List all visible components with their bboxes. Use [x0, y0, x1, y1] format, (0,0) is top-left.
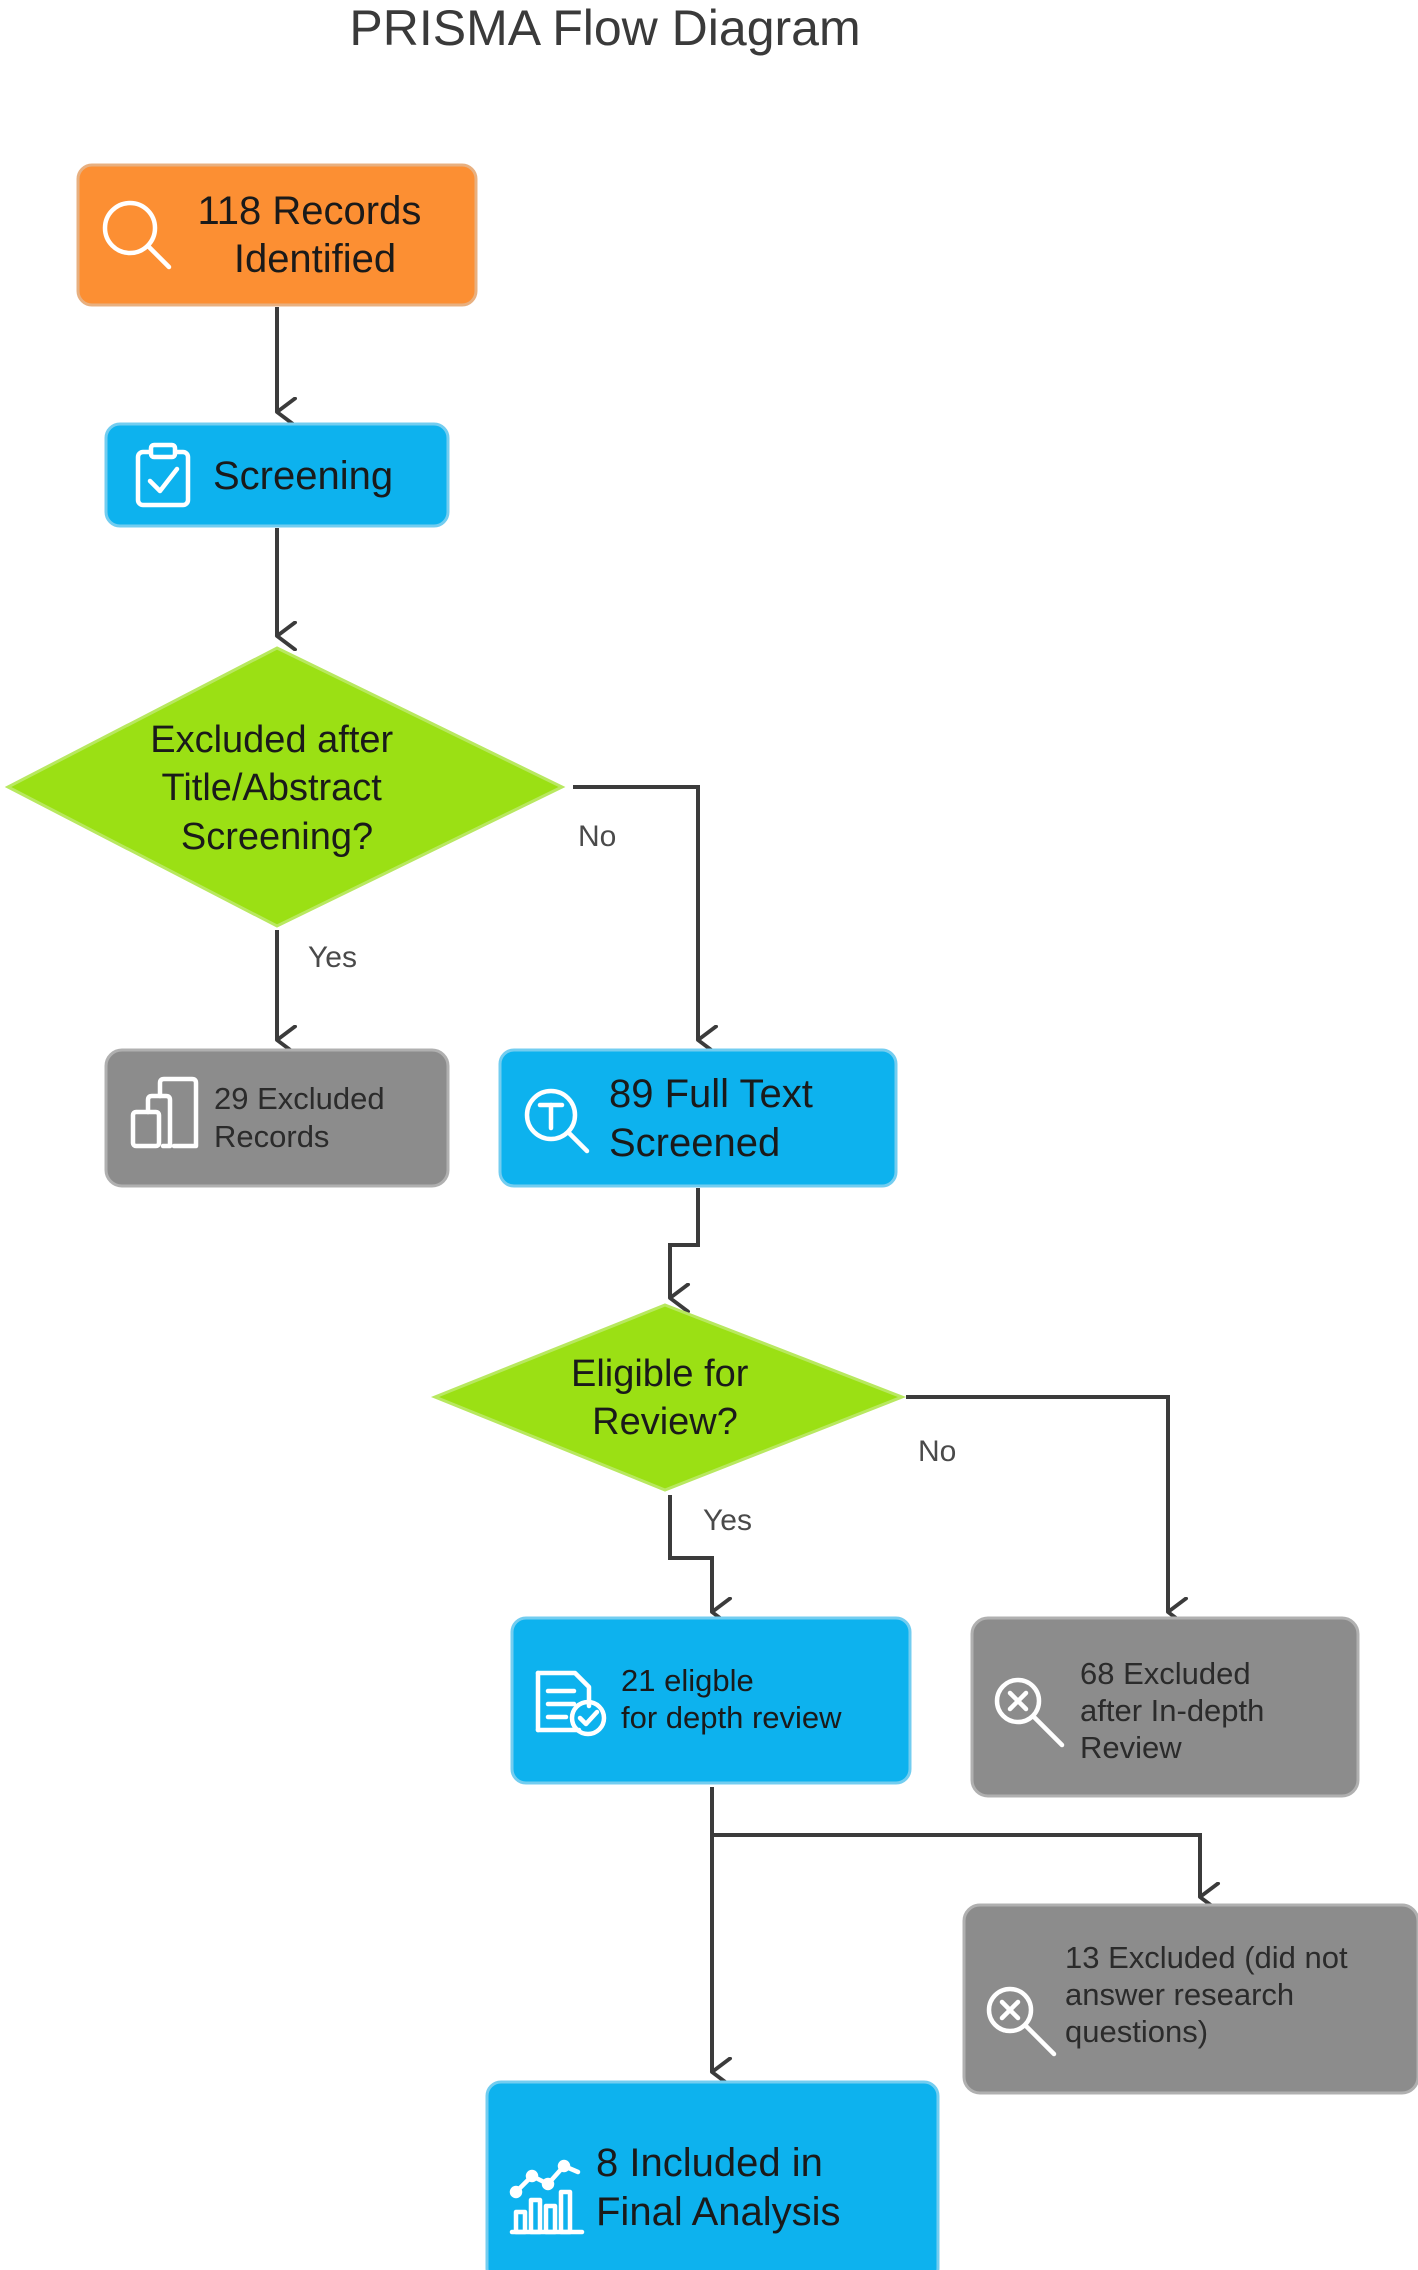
- edges: [275, 307, 1200, 2072]
- svg-text:Screening: Screening: [213, 454, 393, 498]
- node-21-eligible: 21 eligble for depth review: [510, 1616, 912, 1785]
- edge-decision2-yes: [668, 1495, 712, 1612]
- node-records-identified-line-2: Identified: [234, 237, 396, 281]
- edge-decision1-no: [573, 785, 698, 1040]
- decision2-no-label: No: [918, 1435, 956, 1468]
- node-records-identified-box: [76, 163, 478, 307]
- node-68-excluded-line-1: 68 Excluded: [1080, 1656, 1251, 1691]
- svg-text:68 Excluded after In-dep: 68 Excluded after In-depth Review: [1080, 1656, 1273, 1765]
- node-13-excluded-line-3: questions): [1065, 2014, 1208, 2049]
- node-8-included: 8 Included in Final Analysis: [485, 2080, 940, 2270]
- edge-eligible-to-excluded13: [712, 1833, 1200, 1897]
- decision-2-line-1: Eligible for: [571, 1353, 749, 1395]
- node-89-full-text-line-1: 89 Full Text: [609, 1072, 813, 1116]
- node-21-eligible-line-2: for depth review: [621, 1700, 842, 1735]
- node-68-excluded-line-2: after In-depth: [1080, 1693, 1264, 1728]
- decision-1-line-2: Title/Abstract: [162, 767, 383, 809]
- search-x-icon: [986, 1986, 1057, 2057]
- decision-eligible-for-review: Eligible for Review?: [430, 1303, 907, 1492]
- node-21-eligible-line-1: 21 eligble: [621, 1663, 754, 1698]
- svg-text:118 Records Identified: 118 Records Identified: [198, 189, 433, 281]
- decision-1-line-3: Screening?: [181, 816, 373, 858]
- search-icon: [102, 200, 172, 270]
- node-21-eligible-box: [510, 1616, 912, 1785]
- analytics-chart-icon: [509, 2159, 585, 2235]
- decision-excluded-after-screening-shape: [4, 646, 566, 928]
- decision-2-line-2: Review?: [592, 1401, 738, 1443]
- node-screening-line-1: Screening: [213, 454, 393, 498]
- node-13-excluded-line-1: 13 Excluded (did not: [1065, 1940, 1348, 1975]
- svg-text:Eligible for Review?: Eligible for Review?: [571, 1353, 759, 1443]
- node-screening-box: [104, 422, 450, 528]
- node-screening: Screening: [104, 422, 450, 528]
- node-89-full-text-screened-box: [498, 1048, 898, 1188]
- node-89-full-text-line-2: Screened: [609, 1121, 780, 1165]
- node-68-excluded: 68 Excluded after In-depth Review: [970, 1616, 1360, 1798]
- svg-text:21 eligble for depth rev: 21 eligble for depth review: [621, 1663, 842, 1735]
- decision1-yes-label: Yes: [308, 941, 357, 974]
- node-29-excluded-records-box: [104, 1048, 450, 1188]
- svg-text:13 Excluded (did not ans: 13 Excluded (did not answer research que…: [1065, 1940, 1356, 2049]
- node-68-excluded-line-3: Review: [1080, 1730, 1182, 1765]
- edge-decision2-no: [906, 1395, 1168, 1612]
- svg-text:29 Excluded Records: 29 Excluded Records: [214, 1081, 393, 1154]
- decision2-yes-label: Yes: [703, 1504, 752, 1537]
- node-13-excluded: 13 Excluded (did not answer research que…: [962, 1903, 1418, 2095]
- svg-text:89 Full Text Screened: 89 Full Text Screened: [609, 1072, 824, 1165]
- clipboard-check-icon: [135, 442, 191, 508]
- text-search-icon: [524, 1088, 590, 1154]
- node-13-excluded-box: [962, 1903, 1418, 2095]
- search-x-icon: [994, 1677, 1065, 1748]
- node-8-included-line-2: Final Analysis: [596, 2190, 841, 2234]
- decision-eligible-for-review-shape: [430, 1303, 907, 1492]
- edge-fulltext-to-decision2: [668, 1188, 700, 1298]
- decision-excluded-after-screening: Excluded after Title/Abstract Screening?: [4, 646, 566, 928]
- node-records-identified-line-1: 118 Records: [198, 189, 422, 233]
- node-8-included-box: [485, 2080, 940, 2270]
- svg-text:8 Included in Final Anal: 8 Included in Final Analysis: [596, 2141, 841, 2234]
- node-8-included-line-1: 8 Included in: [596, 2141, 823, 2185]
- node-records-identified: 118 Records Identified: [76, 163, 478, 307]
- decision-1-line-1: Excluded after: [150, 719, 393, 761]
- decision1-no-label: No: [578, 820, 616, 853]
- node-89-full-text-screened: 89 Full Text Screened: [498, 1048, 898, 1188]
- diagram-title: PRISMA Flow Diagram: [349, 0, 860, 56]
- node-29-excluded-records: 29 Excluded Records: [104, 1048, 450, 1188]
- svg-text:Excluded after Title/Abs: Excluded after Title/Abstract Screening?: [150, 719, 403, 858]
- document-check-icon: [535, 1670, 607, 1737]
- stacked-pages-icon: [130, 1076, 199, 1149]
- node-68-excluded-box: [970, 1616, 1360, 1798]
- node-29-excluded-line-1: 29 Excluded: [214, 1081, 385, 1116]
- node-29-excluded-line-2: Records: [214, 1119, 329, 1154]
- node-13-excluded-line-2: answer research: [1065, 1977, 1294, 2012]
